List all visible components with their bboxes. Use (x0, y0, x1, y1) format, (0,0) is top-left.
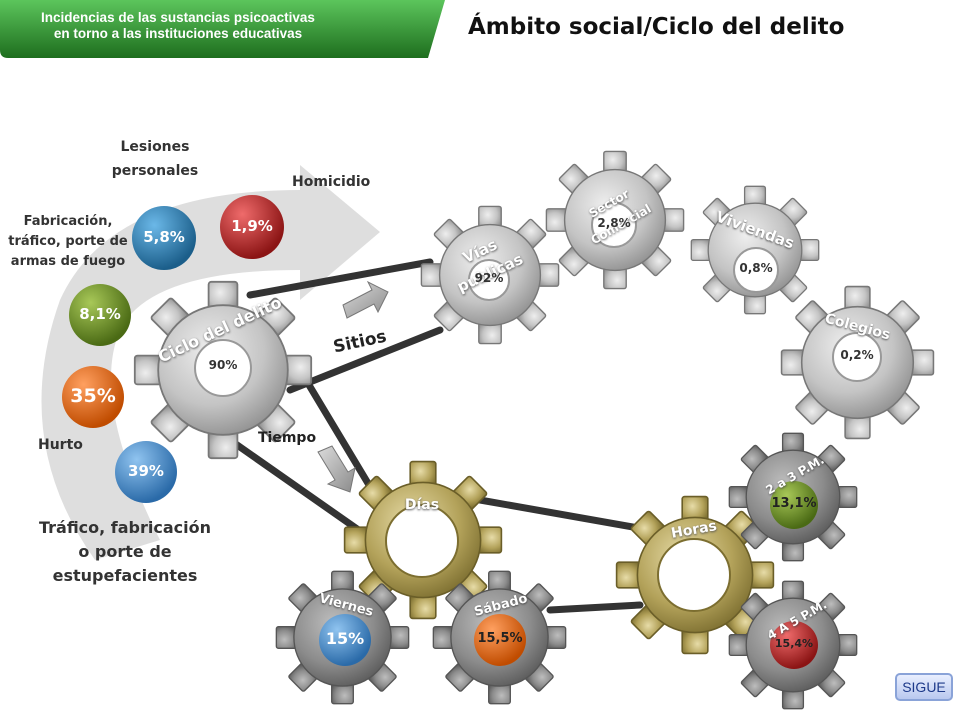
tiempo-arrow (317, 445, 356, 493)
h4a5-value: 15,4% (774, 637, 814, 650)
unlabeled-value: 8,1% (79, 305, 121, 323)
lesiones-value: 1,9% (231, 217, 273, 235)
dias-label: Días (404, 497, 440, 513)
viernes-value: 15% (325, 629, 365, 648)
ball-lesiones (220, 195, 284, 259)
tiempo-label: Tiempo (258, 430, 317, 446)
page-title: Ámbito social/Ciclo del delito (468, 14, 845, 40)
homicidio-label: Homicidio (292, 174, 371, 190)
header-banner-shape (0, 0, 445, 58)
sitios-arrow (342, 280, 389, 319)
header-banner: Incidencias de las sustancias psicoactiv… (8, 10, 348, 42)
fabricacion-value: 5,8% (143, 228, 185, 246)
vias-value: 92% (474, 271, 504, 285)
comercial-value: 2,8% (597, 216, 631, 230)
viviendas-value: 0,8% (739, 261, 773, 275)
lesiones-label: Lesiones personales (111, 139, 199, 179)
h2a3-value: 13,1% (771, 496, 817, 511)
trafico-label: Tráfico, fabricación o porte de estupefa… (38, 518, 212, 585)
ball-fabricacion (132, 206, 196, 270)
trafico-value: 39% (128, 462, 164, 480)
ball-unlabeled (69, 284, 131, 346)
fabricacion-label: Fabricación, tráfico, porte de armas de … (8, 214, 128, 269)
ball-trafico (115, 441, 177, 503)
colegios-value: 0,2% (840, 348, 874, 362)
ball-hurto (62, 366, 124, 428)
ciclo-value: 90% (208, 358, 238, 372)
next-button[interactable]: SIGUE (895, 673, 953, 701)
hurto-label: Hurto (38, 437, 83, 453)
hurto-value: 35% (70, 385, 116, 407)
sabado-value: 15,5% (477, 631, 523, 646)
banner-line-2: en torno a las instituciones educativas (53, 26, 303, 41)
banner-line-1: Incidencias de las sustancias psicoactiv… (41, 10, 315, 25)
